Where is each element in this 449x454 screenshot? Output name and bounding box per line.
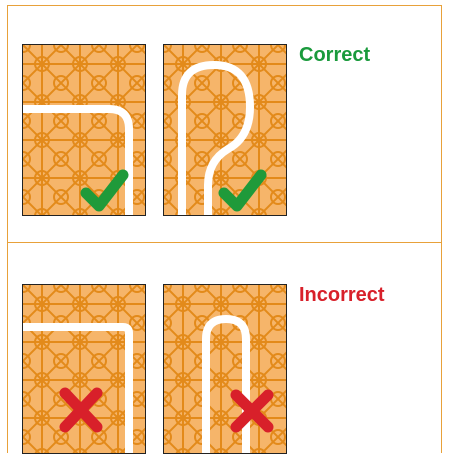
status-label-correct: Correct bbox=[299, 44, 370, 67]
tile-panel-correct-bend bbox=[22, 44, 146, 216]
tile-panel-incorrect-sharp-bend bbox=[22, 284, 146, 454]
status-label-incorrect: Incorrect bbox=[299, 284, 385, 307]
tile-panel-correct-loop bbox=[163, 44, 287, 216]
row-divider bbox=[7, 242, 442, 243]
tile-panel-incorrect-narrow-u bbox=[163, 284, 287, 454]
